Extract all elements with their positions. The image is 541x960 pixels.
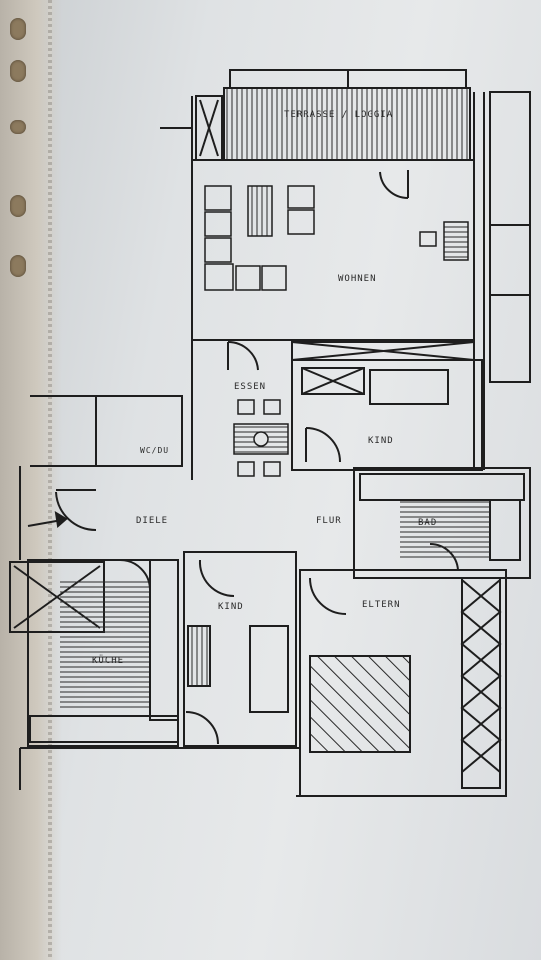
- door-swing: [198, 559, 235, 598]
- door-swing: [379, 171, 409, 200]
- terrace-floor: [223, 87, 471, 161]
- label-wc: WC/DU: [140, 446, 170, 455]
- label-eltern: ELTERN: [362, 600, 401, 610]
- door-swing: [305, 427, 341, 463]
- binder-edge: [48, 0, 52, 960]
- entry-arrow-icon: [27, 511, 68, 528]
- door-swing: [227, 340, 259, 371]
- bed-kind: [249, 625, 289, 713]
- label-terrasse: TERRASSE / LOGGIA: [284, 110, 394, 120]
- right-facade: [489, 91, 531, 383]
- punch-hole: [10, 255, 26, 277]
- label-kind-top: KIND: [368, 436, 394, 446]
- wc-room: [95, 395, 183, 467]
- walls: [9, 69, 531, 797]
- door-swing: [119, 559, 151, 591]
- label-diele: DIELE: [136, 516, 169, 526]
- label-essen: ESSEN: [234, 382, 267, 392]
- double-bed: [309, 655, 411, 753]
- label-bad: BAD: [418, 518, 438, 528]
- kind-room-top: [291, 359, 483, 471]
- eltern-wardrobe: [461, 577, 501, 789]
- label-wohnen: WOHNEN: [338, 274, 377, 284]
- label-kueche: KÜCHE: [92, 656, 125, 666]
- door-swing: [185, 711, 219, 745]
- dining-set: [233, 399, 289, 477]
- punch-hole: [10, 18, 26, 40]
- bathtub: [489, 499, 521, 561]
- kind-room-bottom: [183, 551, 297, 747]
- label-flur: FLUR: [316, 516, 342, 526]
- punch-hole: [10, 60, 26, 82]
- entry-door-swing: [55, 491, 97, 532]
- bathroom: [353, 467, 531, 579]
- living-furniture: [204, 185, 469, 291]
- living-room: [191, 159, 475, 341]
- label-kind-bottom: KIND: [218, 602, 244, 612]
- door-swing: [309, 577, 347, 615]
- punch-hole: [10, 120, 26, 134]
- punch-hole: [10, 195, 26, 217]
